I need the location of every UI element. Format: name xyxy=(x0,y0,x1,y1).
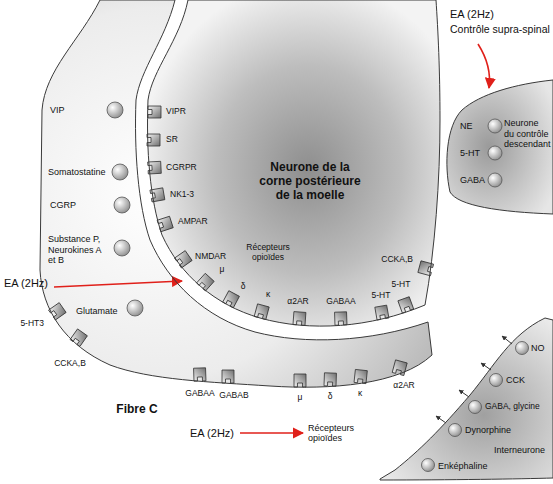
node-text: GABA, glycine xyxy=(485,402,540,412)
vesicle xyxy=(114,240,130,256)
descending-neuron: Neurone du contrôle descendant NE 5-HT GABA xyxy=(440,76,553,216)
descending-neuron-fill xyxy=(447,80,553,214)
postsynaptic-receptors xyxy=(147,106,434,325)
annotation-label: CGRPR xyxy=(166,163,197,173)
stimulation-arrow xyxy=(240,432,303,434)
annotation-label: NK1-3 xyxy=(170,190,194,200)
receptor-symbol xyxy=(49,303,67,320)
annotation-label: Récepteurs opioïdes xyxy=(308,423,366,444)
node-outline-path xyxy=(148,0,440,326)
vesicle xyxy=(516,342,529,355)
annotation-label: μ xyxy=(298,393,303,403)
annotation-label: Contrôle supra-spinal xyxy=(450,23,550,35)
receptor-symbol xyxy=(222,370,234,383)
receptor-symbol xyxy=(157,216,173,231)
vesicle xyxy=(469,401,482,414)
node-text: 5-HT xyxy=(460,148,480,158)
release-arrow xyxy=(481,363,491,370)
node-text: NE xyxy=(460,121,473,131)
vesicles xyxy=(107,102,529,472)
vesicle xyxy=(112,164,128,180)
annotation-label: EA (2Hz) xyxy=(450,8,494,21)
node-text: VIP xyxy=(50,105,65,115)
release-arrow xyxy=(459,390,469,397)
node-text: Substance P, Neurokines A et B xyxy=(48,234,110,265)
vesicle xyxy=(422,459,435,472)
presynaptic-receptors xyxy=(49,303,408,387)
stimulation-arrows xyxy=(54,44,490,433)
node-outline-path xyxy=(40,0,432,387)
vesicle xyxy=(449,424,462,437)
node-text: Glutamate xyxy=(76,306,118,316)
vesicle xyxy=(107,102,123,118)
receptor-symbol xyxy=(294,374,306,387)
receptor-symbol xyxy=(223,291,240,308)
neuron-body-fill xyxy=(148,0,440,326)
annotation-label: κ xyxy=(358,389,362,399)
annotation-label: α2AR xyxy=(393,381,414,391)
annotation-label: CCKA,B xyxy=(54,359,86,369)
annotation-label: EA (2Hz) xyxy=(4,277,48,290)
interneuron: Interneurone NO CCK GABA, glycineDynorphine… xyxy=(376,314,553,482)
stimulation-arrow xyxy=(478,44,490,88)
node-outline-path xyxy=(380,318,553,480)
receptor-symbol xyxy=(324,373,336,386)
node-text: GABA xyxy=(460,175,485,185)
annotation-label: SR xyxy=(166,135,178,145)
annotation-label: GABAA xyxy=(185,389,214,399)
annotation-label: δ xyxy=(241,282,246,292)
c-fiber-terminal: Fibre C VIP SomatostatineCGRP Substance P, … xyxy=(36,0,436,420)
vesicle xyxy=(488,146,502,160)
release-arrow xyxy=(502,336,512,344)
receptor-symbol xyxy=(147,134,160,146)
annotation-label: κ xyxy=(266,290,270,300)
receptor-symbol xyxy=(148,106,161,118)
annotation-label: EA (2Hz) xyxy=(190,427,234,440)
annotation-label: VIPR xyxy=(166,107,186,117)
annotation-label: GABAB xyxy=(219,391,248,401)
annotation-label: μ xyxy=(220,265,225,275)
receptor-symbol xyxy=(70,329,87,347)
receptor-symbol xyxy=(354,369,367,383)
vesicle xyxy=(490,374,503,387)
annotation-label: CCKA,B xyxy=(381,255,413,265)
receptor-symbol xyxy=(197,273,215,291)
receptor-symbol xyxy=(194,368,206,381)
node-text: CGRP xyxy=(50,200,76,210)
receptor-symbol xyxy=(335,312,347,325)
receptor-symbol xyxy=(392,360,407,376)
annotation-label: δ xyxy=(328,392,333,402)
node-outline-path xyxy=(447,80,553,214)
node-text: Dynorphine xyxy=(465,425,511,435)
node-text: Fibre C xyxy=(116,403,157,417)
annotation-label: NMDAR xyxy=(195,252,226,262)
node-text: CCK xyxy=(506,375,525,385)
annotation-label: 5-HT xyxy=(372,291,391,301)
node-outline xyxy=(36,0,436,420)
vesicle xyxy=(488,173,502,187)
node-outline xyxy=(376,314,553,482)
stimulation-arrow xyxy=(54,281,182,287)
node-text: Neurone de la corne postérieure de la mo… xyxy=(255,161,365,202)
annotation-label: GABAA xyxy=(326,297,355,307)
interneuron-fill xyxy=(380,318,553,480)
node-text: NO xyxy=(531,343,545,353)
vesicle xyxy=(114,197,130,213)
node-text: Interneurone xyxy=(494,445,545,455)
annotation-label: Récepteurs opioïdes xyxy=(238,243,298,263)
annotation-label: α2AR xyxy=(287,297,308,307)
node-text: Neurone du contrôle descendant xyxy=(504,118,550,149)
annotation-label: AMPAR xyxy=(178,217,208,227)
node-text: Enképhaline xyxy=(438,461,488,471)
receptor-symbol xyxy=(293,312,306,326)
annotation-label: 5-HT xyxy=(392,280,411,290)
release-arrow xyxy=(436,416,446,423)
vesicle xyxy=(127,300,143,316)
annotation-label: 5-HT3 xyxy=(20,319,44,329)
node-text: Somatostatine xyxy=(48,167,106,177)
vesicle xyxy=(488,119,502,133)
receptor-symbol xyxy=(175,251,193,268)
c-fiber-fill xyxy=(40,0,432,387)
